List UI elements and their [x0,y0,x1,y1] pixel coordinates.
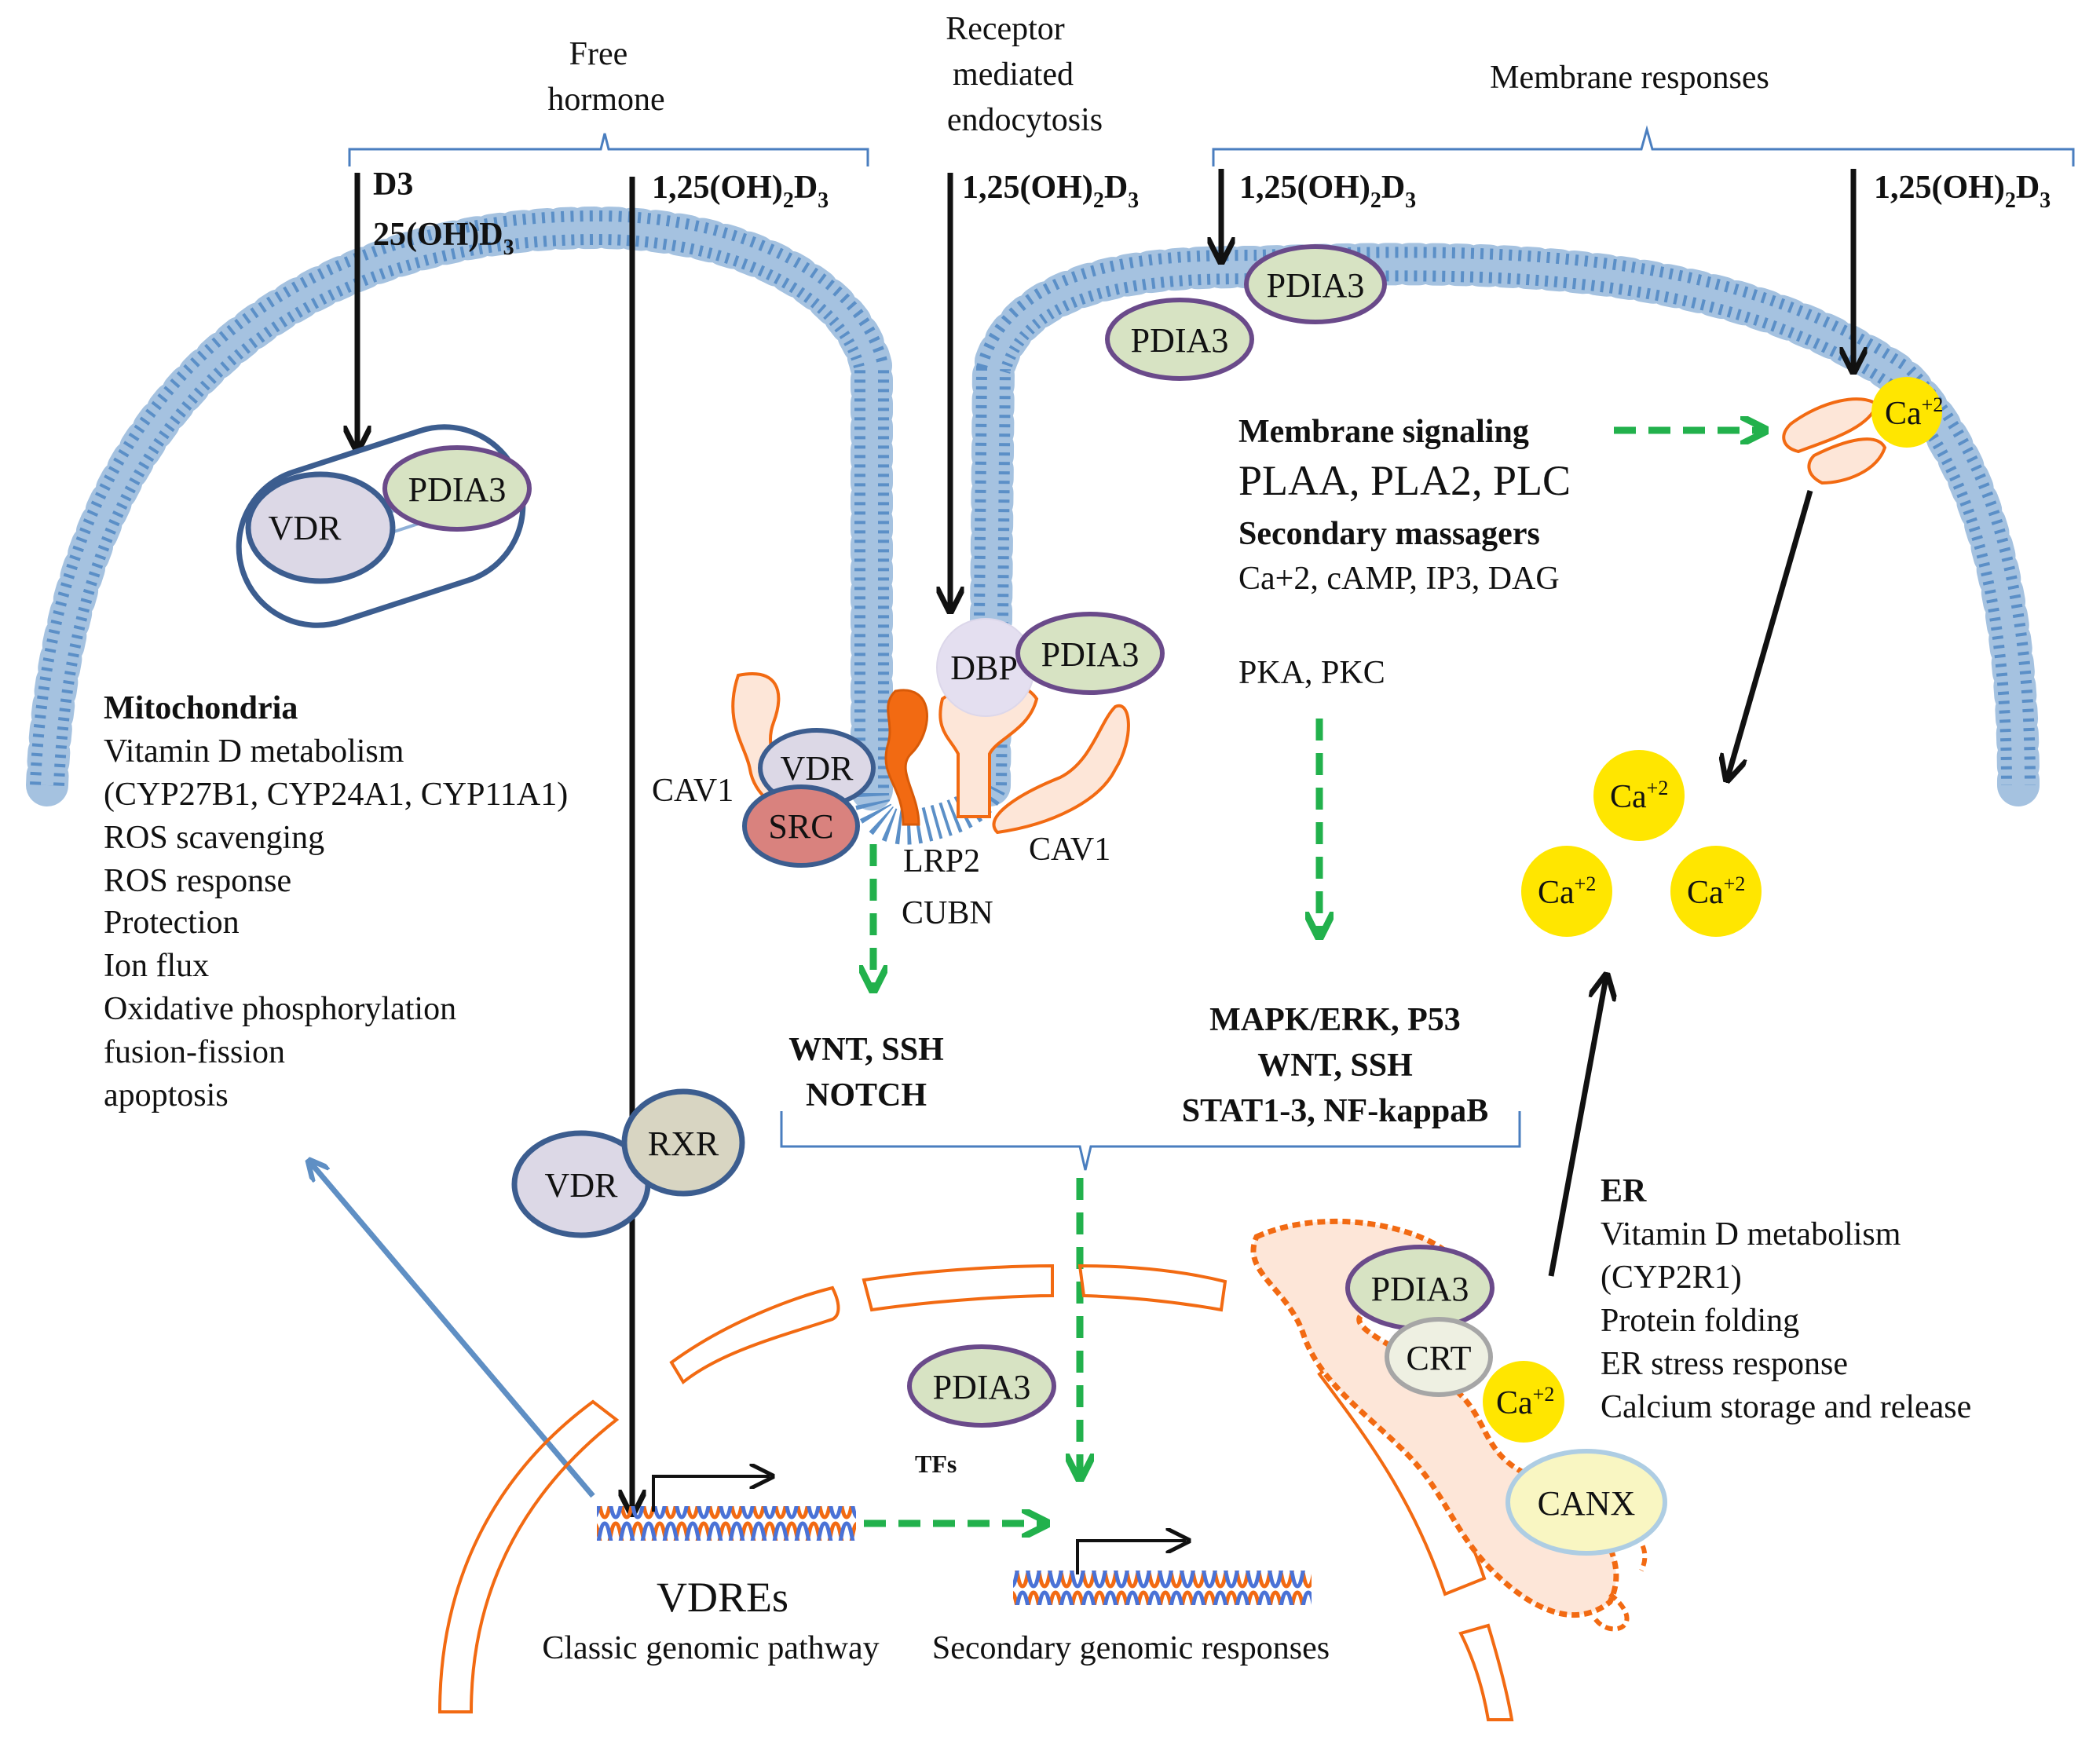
membrane-signaling-title: Membrane signaling [1238,414,1529,450]
calcium-channel [1782,397,1887,485]
cubn-label: CUBN [902,895,993,931]
receptor-mediated-line2: mediated [953,57,1074,93]
pdia3-membrane-bottom [1105,298,1254,381]
canx-label: CANX [1538,1484,1636,1523]
vdr-mito-label: VDR [269,509,342,547]
free-hormone-line2: hormone [547,82,664,118]
cav1-right-label: CAV1 [1029,832,1110,868]
vdre-dna-strand [597,1506,856,1541]
cav1-left-label: CAV1 [652,773,734,809]
vdr-endo-label: VDR [781,749,854,788]
rxr-bubble [621,1088,745,1197]
d3-label: D3 [373,166,413,203]
black-arrows [357,169,1853,1512]
calcium-ion-right: Ca+2 [1670,846,1762,937]
mitochondria-item-6: Ion flux [104,948,209,984]
rxr-label: RXR [648,1124,719,1163]
svg-text:Ca+2: Ca+2 [1885,393,1943,432]
free-hormone-line1: Free [569,36,628,72]
pathways-left-line2: NOTCH [806,1077,927,1114]
pathways-right-line1: MAPK/ERK, P53 [1209,1002,1461,1038]
d125-label-calcium: 1,25(OH)2D3 [1874,170,2051,213]
membrane-responses-label: Membrane responses [1490,60,1769,96]
mitochondria-title: Mitochondria [104,690,298,726]
calcium-ion-top: Ca+2 [1593,750,1685,841]
pdia3-membrane-top [1244,244,1387,324]
pdia3-nuclear-bubble [907,1344,1056,1428]
mitochondria-item-4: ROS response [104,863,291,899]
secondary-transcription-arrow [1076,1541,1186,1574]
vdres-label: VDREs [657,1574,788,1621]
mitochondria-item-3: ROS scavenging [104,820,324,856]
d125-label-membrane: 1,25(OH)2D3 [1239,170,1416,213]
kinases-label: PKA, PKC [1238,655,1385,691]
er-item-1: Vitamin D metabolism [1601,1216,1901,1252]
receptor-mediated-line1: Receptor [946,11,1065,47]
tfs-label: TFs [915,1450,957,1478]
pdia3-mito-label: PDIA3 [408,470,507,509]
d125-label-free: 1,25(OH)2D3 [652,170,829,213]
er-item-4: ER stress response [1601,1346,1848,1382]
pdia3-endo-bubble [1015,612,1165,695]
mitochondria-item-9: apoptosis [104,1077,229,1114]
green-dashed-arrows [864,430,1763,1523]
vdr-mito-bubble [245,471,396,584]
secondary-messengers-items: Ca+2, cAMP, IP3, DAG [1238,561,1560,597]
d125-label-endocytosis: 1,25(OH)2D3 [962,170,1139,213]
vdre-transcription-arrow [652,1476,770,1512]
er-title: ER [1601,1173,1647,1209]
svg-text:Ca+2: Ca+2 [1496,1383,1554,1421]
pdia3-membrane-bottom-label: PDIA3 [1131,321,1229,360]
pdia3-nuclear-label: PDIA3 [933,1368,1031,1406]
src-bubble [742,784,860,868]
er-item-5: Calcium storage and release [1601,1389,1971,1425]
pdia3-membrane-top-label: PDIA3 [1267,266,1365,305]
vdr-nuclear-label: VDR [545,1166,619,1205]
d25-label: 25(OH)D3 [373,217,514,260]
mitochondria-item-2: (CYP27B1, CYP24A1, CYP11A1) [104,777,568,813]
mitochondria-item-7: Oxidative phosphorylation [104,991,456,1027]
mitochondria-item-1: Vitamin D metabolism [104,733,404,770]
mitochondria-item-5: Protection [104,905,240,941]
calcium-ion-left: Ca+2 [1521,846,1612,937]
svg-text:Ca+2: Ca+2 [1687,872,1745,911]
cav1-right-shape [992,704,1130,835]
cell-membrane [26,206,2040,845]
er-item-2: (CYP2R1) [1601,1260,1742,1296]
canx-bubble [1505,1449,1667,1556]
receptor-mediated-line3: endocytosis [947,102,1103,138]
header-brackets [348,125,2075,1171]
svg-text:Ca+2: Ca+2 [1610,777,1668,815]
mitochondria-item-8: fusion-fission [104,1034,285,1070]
pdia3-er-label: PDIA3 [1371,1270,1469,1308]
svg-text:Ca+2: Ca+2 [1538,872,1596,911]
pathways-left-line1: WNT, SSH [788,1032,944,1068]
crt-bubble [1385,1317,1493,1397]
er-item-3: Protein folding [1601,1303,1799,1339]
secondary-genomic-label: Secondary genomic responses [932,1630,1330,1666]
dbp-label: DBP [950,649,1018,687]
pdia3-mito-bubble [382,445,532,532]
pdia3-endo-label: PDIA3 [1041,635,1140,674]
classic-genomic-label: Classic genomic pathway [542,1630,879,1666]
secondary-dna-strand [1013,1571,1312,1605]
lrp2-label: LRP2 [903,843,980,879]
calcium-channel-ion: Ca+2 [1871,377,1943,448]
src-label: SRC [768,807,833,846]
pathways-right-line2: WNT, SSH [1257,1048,1413,1084]
calcium-ion-er: Ca+2 [1483,1361,1564,1443]
membrane-signaling-enzymes: PLAA, PLA2, PLC [1238,457,1571,504]
pathways-right-line3: STAT1-3, NF-kappaB [1182,1093,1489,1129]
secondary-messengers-title: Secondary massagers [1238,516,1540,552]
crt-label: CRT [1407,1339,1472,1377]
